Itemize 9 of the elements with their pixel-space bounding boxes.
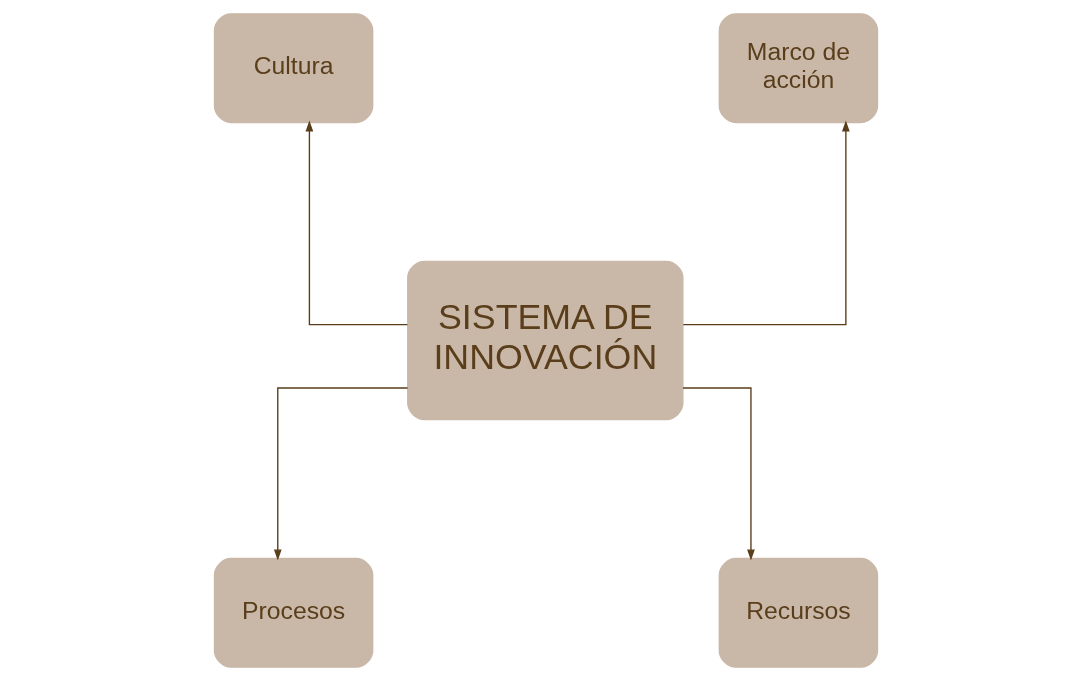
arrow	[273, 387, 408, 561]
arrow	[682, 120, 850, 326]
node-box: Recursos	[718, 557, 878, 668]
node-box: SISTEMA DE INNOVACIÓN	[406, 260, 684, 421]
arrow	[681, 387, 755, 561]
node-box: Procesos	[213, 557, 373, 668]
node-box: Cultura	[213, 13, 373, 124]
arrow	[305, 120, 408, 326]
node-box: Marco de acción	[718, 13, 878, 124]
